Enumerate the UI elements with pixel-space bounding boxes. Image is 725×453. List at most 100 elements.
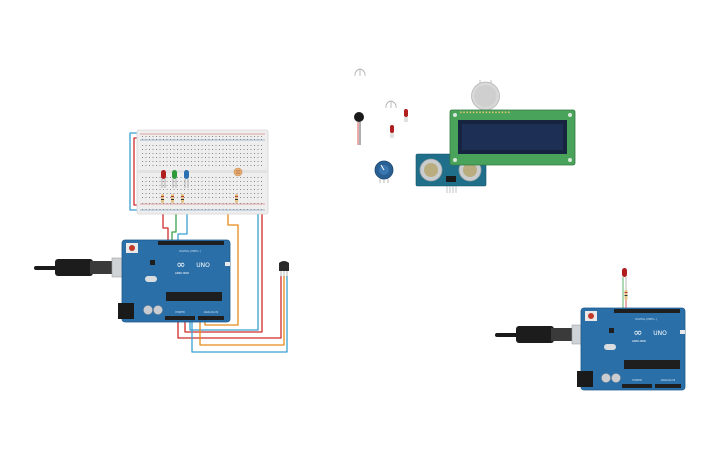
- breadboard-hole: [240, 177, 241, 178]
- wire-blue-led[interactable]: [177, 205, 188, 242]
- breadboard-hole: [159, 153, 161, 154]
- resistor-2[interactable]: [171, 194, 174, 203]
- breadboard-hole: [180, 165, 182, 166]
- lcd-pin[interactable]: [466, 111, 468, 114]
- lcd-pin[interactable]: [504, 111, 507, 114]
- lcd-pin[interactable]: [498, 111, 500, 114]
- breadboard-hole: [163, 161, 164, 162]
- lcd-pin[interactable]: [476, 111, 478, 114]
- power-header[interactable]: [622, 384, 652, 388]
- power-jack-icon[interactable]: [118, 303, 134, 319]
- round-sensor-icon[interactable]: [471, 80, 500, 111]
- breadboard-hole: [152, 165, 154, 166]
- analog-header[interactable]: [198, 316, 224, 320]
- breadboard-hole: [240, 153, 241, 154]
- led-loose-2[interactable]: [390, 125, 394, 138]
- vibration-motor-icon[interactable]: [354, 112, 364, 145]
- wire-blue-rail[interactable]: [129, 132, 140, 211]
- photoresistor-loose-1[interactable]: [354, 68, 366, 76]
- breadboard-hole: [229, 165, 231, 166]
- breadboard-hole: [191, 177, 192, 178]
- breadboard-hole: [254, 139, 255, 140]
- digital-header[interactable]: [614, 309, 680, 313]
- lcd-pin[interactable]: [460, 111, 462, 114]
- led-blue[interactable]: [184, 170, 189, 188]
- temperature-sensor-icon[interactable]: [279, 261, 289, 277]
- breadboard-hole: [149, 165, 150, 166]
- breadboard-hole: [159, 185, 161, 186]
- lcd-pin[interactable]: [495, 111, 497, 114]
- arduino-uno-main[interactable]: DIGITAL (PWM~) POWER ANALOG IN ∞ UNO ARD…: [34, 239, 231, 323]
- analog-header[interactable]: [655, 384, 681, 388]
- led-second[interactable]: [622, 268, 627, 312]
- breadboard-hole: [201, 197, 203, 198]
- breadboard-hole: [222, 157, 224, 158]
- potentiometer-icon[interactable]: [374, 160, 394, 183]
- resistor-1[interactable]: [161, 194, 164, 203]
- breadboard-hole: [219, 161, 220, 162]
- breadboard-hole: [201, 139, 203, 140]
- wire-orange-temp[interactable]: [199, 276, 285, 346]
- lcd-pin[interactable]: [479, 111, 481, 114]
- lcd-pin[interactable]: [501, 111, 504, 114]
- breadboard-hole: [191, 139, 192, 140]
- breadboard-hole: [180, 193, 182, 194]
- resistor-4[interactable]: [235, 194, 238, 203]
- arduino-uno-second[interactable]: DIGITAL (PWM~) POWER ANALOG IN ∞ UNO ARD…: [495, 307, 686, 391]
- photoresistor-icon[interactable]: [233, 167, 243, 177]
- breadboard-hole: [166, 189, 168, 190]
- photoresistor-loose-2[interactable]: [385, 100, 397, 108]
- breadboard-hole: [261, 149, 262, 150]
- breadboard-hole: [159, 193, 161, 194]
- led-green[interactable]: [172, 170, 177, 188]
- wire-blue-gnd[interactable]: [189, 186, 259, 331]
- led-red[interactable]: [161, 170, 166, 188]
- breadboard-hole: [142, 145, 143, 146]
- breadboard-hole: [163, 185, 164, 186]
- breadboard-hole: [261, 153, 262, 154]
- reset-button-icon[interactable]: [126, 243, 138, 253]
- lcd-pin[interactable]: [469, 111, 472, 114]
- lcd-pin[interactable]: [508, 111, 510, 114]
- breadboard-hole: [236, 189, 238, 190]
- power-jack-icon[interactable]: [577, 371, 593, 387]
- lcd-pin[interactable]: [482, 111, 484, 114]
- breadboard-hole: [152, 136, 154, 137]
- resistor-3[interactable]: [181, 194, 184, 203]
- breadboard-hole: [177, 145, 178, 146]
- breadboard-hole: [208, 185, 210, 186]
- lcd-pin[interactable]: [488, 111, 491, 114]
- breadboard-hole: [177, 149, 178, 150]
- breadboard-hole: [254, 157, 255, 158]
- power-header[interactable]: [165, 316, 195, 320]
- wire-red-led[interactable]: [162, 205, 169, 242]
- breadboard-hole: [145, 177, 147, 178]
- breadboard-hole: [208, 203, 210, 204]
- led-loose-1[interactable]: [404, 109, 408, 122]
- lcd-pin[interactable]: [472, 111, 475, 114]
- lcd-pin[interactable]: [463, 111, 465, 114]
- breadboard-hole: [233, 165, 234, 166]
- breadboard-hole: [229, 157, 231, 158]
- lcd-pin[interactable]: [492, 111, 494, 114]
- wire-green-led[interactable]: [171, 205, 177, 242]
- reset-button-icon[interactable]: [585, 311, 597, 321]
- breadboard-hole: [240, 197, 241, 198]
- lcd-display-icon[interactable]: [449, 109, 576, 166]
- wire-blue-temp[interactable]: [191, 276, 288, 353]
- breadboard-hole: [257, 136, 259, 137]
- breadboard-hole: [145, 185, 147, 186]
- breadboard-hole: [229, 197, 231, 198]
- lcd-pin-header[interactable]: [460, 111, 510, 114]
- breadboard-hole: [219, 136, 220, 137]
- digital-header[interactable]: [158, 241, 224, 245]
- breadboard-hole: [152, 149, 154, 150]
- breadboard-hole: [180, 181, 182, 182]
- lcd-pin[interactable]: [485, 111, 488, 114]
- breadboard[interactable]: [136, 129, 269, 215]
- wire-red-temp[interactable]: [177, 276, 282, 339]
- breadboard-hole: [215, 193, 217, 194]
- breadboard-hole: [261, 157, 262, 158]
- breadboard-hole: [142, 193, 143, 194]
